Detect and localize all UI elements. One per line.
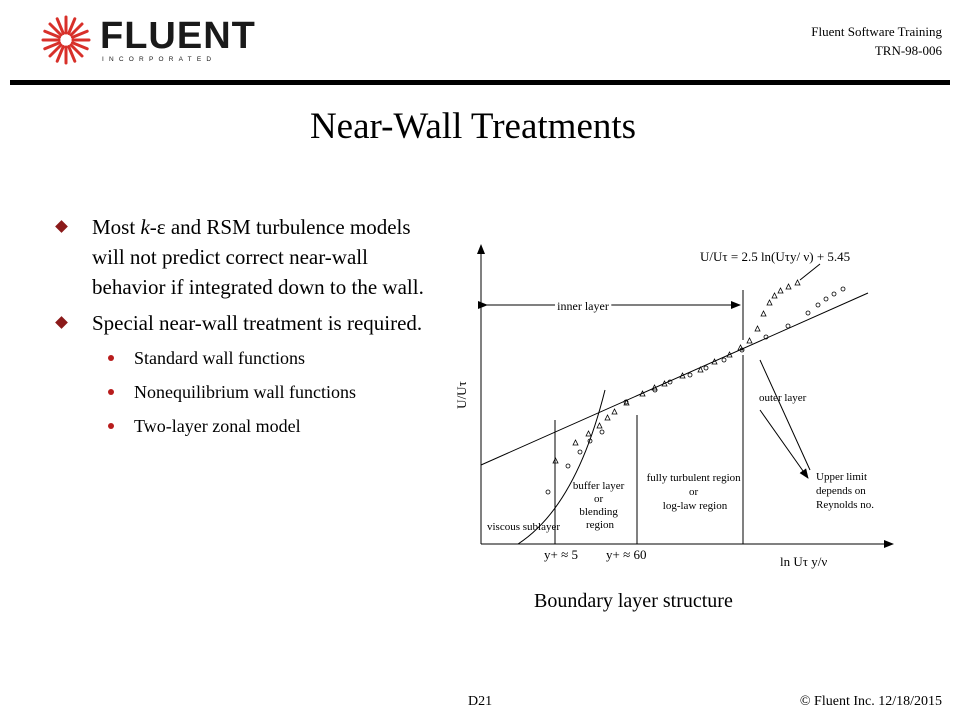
fluent-starburst-icon <box>41 15 91 65</box>
bullet-text-pre: Most <box>92 215 141 239</box>
upper-limit-arrow-1 <box>759 409 809 479</box>
bullet-list: Most k-ε and RSM turbulence models will … <box>54 212 444 448</box>
fully-turbulent-line-3: log-law region <box>663 500 728 512</box>
triangle-data-points <box>552 279 801 464</box>
dot-bullet-icon <box>108 423 114 429</box>
bullet-item: Special near-wall treatment is required. <box>54 308 444 338</box>
upper-limit-line-1: Upper limit <box>816 471 867 483</box>
sub-bullet-text: Two-layer zonal model <box>134 416 301 436</box>
upper-limit-line-3: Reynolds no. <box>816 499 874 511</box>
diagram-caption: Boundary layer structure <box>534 590 733 612</box>
upper-limit-arrow-2 <box>759 359 811 471</box>
bullet-item: Most k-ε and RSM turbulence models will … <box>54 212 444 302</box>
slide-number: D21 <box>468 694 493 709</box>
sub-bullet-text: Nonequilibrium wall functions <box>134 382 356 402</box>
upper-limit-label: Upper limit depends on Reynolds no. <box>816 471 874 511</box>
buffer-layer-line-1: buffer layer <box>573 480 625 492</box>
header-divider <box>10 80 950 85</box>
buffer-layer-line-2: or <box>594 493 604 505</box>
equation-label: U/Uτ = 2.5 ln(Uτy/ ν) + 5.45 <box>700 249 850 264</box>
outer-layer-label: outer layer <box>759 392 807 404</box>
fully-turbulent-line-1: fully turbulent region <box>647 472 742 484</box>
sub-bullet-text: Standard wall functions <box>134 348 305 368</box>
buffer-layer-line-3: blending <box>579 506 618 518</box>
logo-wordmark: FLUENT <box>100 15 256 57</box>
upper-limit-line-2: depends on <box>816 485 866 497</box>
log-law-line <box>480 292 869 466</box>
training-title: Fluent Software Training <box>811 24 942 39</box>
slide-title: Near-Wall Treatments <box>309 106 637 147</box>
fully-turbulent-label: fully turbulent region or log-law region <box>647 472 744 512</box>
diamond-bullet-icon <box>55 316 68 329</box>
bullet-text: Special near-wall treatment is required. <box>92 311 423 335</box>
bullet-text-k: k- <box>140 215 157 239</box>
sub-bullet-item: Nonequilibrium wall functions <box>54 380 444 404</box>
sub-bullet-item: Standard wall functions <box>54 346 444 370</box>
bullet-text-eps: ε <box>156 215 166 239</box>
y-axis-label: U/Uτ <box>454 381 469 409</box>
diamond-bullet-icon <box>55 220 68 233</box>
training-info: Fluent Software Training TRN-98-006 <box>811 22 942 60</box>
x-axis-label: ln Uτ y/ν <box>780 554 827 569</box>
fluent-logo: FLUENT INCORPORATED <box>40 14 255 65</box>
viscous-sublayer-label: viscous sublayer <box>487 521 560 533</box>
axes <box>477 244 894 548</box>
fully-turbulent-line-2: or <box>689 486 699 498</box>
circle-data-points <box>545 286 846 495</box>
bullet-text-post: and RSM turbulence models will not predi… <box>92 215 424 299</box>
buffer-layer-label: buffer layer or blending region <box>573 480 627 531</box>
y60-label: y+ ≈ 60 <box>606 547 646 562</box>
dot-bullet-icon <box>108 355 114 361</box>
logo-subtitle: INCORPORATED <box>102 56 217 63</box>
inner-layer-label: inner layer <box>557 299 609 313</box>
dot-bullet-icon <box>108 389 114 395</box>
copyright-notice: © Fluent Inc. 12/18/2015 <box>799 694 942 709</box>
sub-bullet-item: Two-layer zonal model <box>54 414 444 438</box>
y5-label: y+ ≈ 5 <box>544 547 578 562</box>
boundary-layer-diagram: U/Uτ ln Uτ y/ν inner layer U/Uτ = 2.5 ln… <box>454 244 894 569</box>
equation-pointer <box>799 263 821 281</box>
training-code: TRN-98-006 <box>874 43 942 58</box>
buffer-layer-line-4: region <box>586 519 615 531</box>
viscous-sublayer-curve <box>517 389 606 545</box>
